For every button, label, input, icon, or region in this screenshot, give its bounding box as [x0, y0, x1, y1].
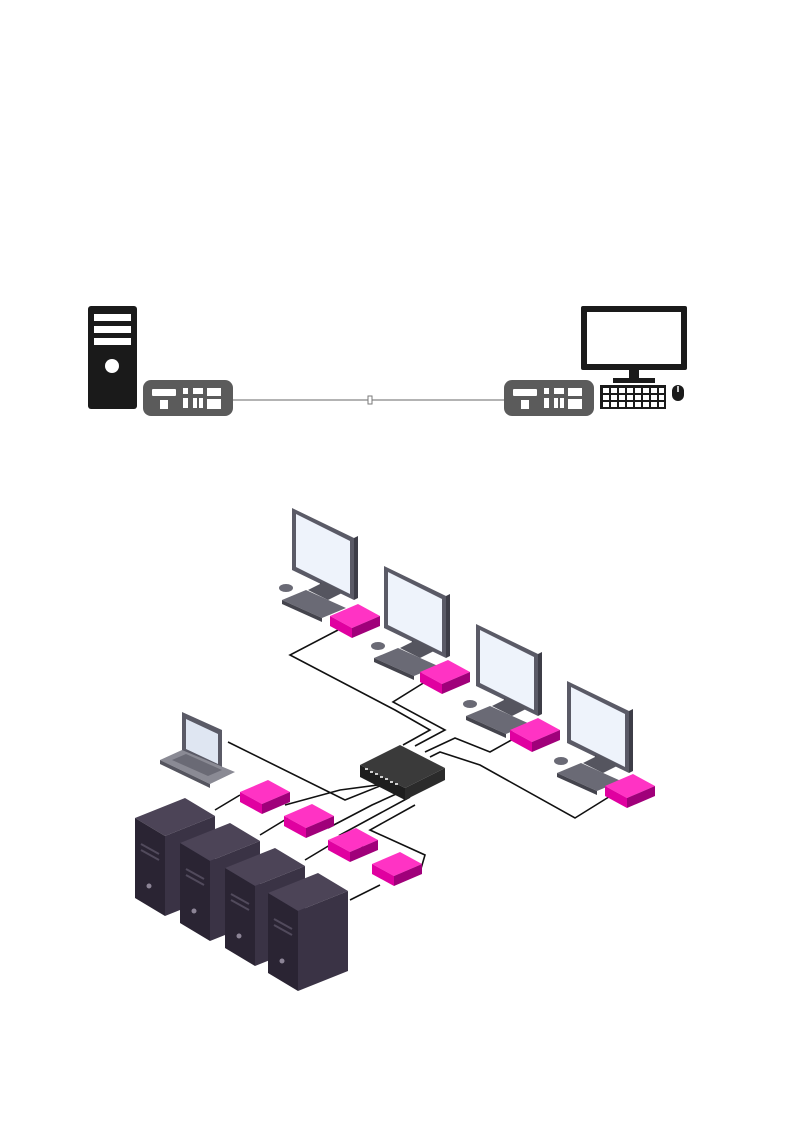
mouse-icon — [672, 385, 684, 401]
keyboard-icon — [600, 385, 666, 409]
workstation-monitor-icon — [279, 508, 633, 795]
monitor-icon — [581, 306, 687, 383]
transmitter-extender-icon — [143, 380, 233, 416]
network-switch-icon — [360, 745, 445, 800]
bottom-diagram — [135, 508, 655, 991]
top-diagram — [88, 306, 687, 416]
cable-link — [233, 396, 504, 404]
laptop-icon — [160, 712, 235, 788]
receiver-extender-icon — [504, 380, 594, 416]
pc-tower-icon — [88, 306, 137, 409]
